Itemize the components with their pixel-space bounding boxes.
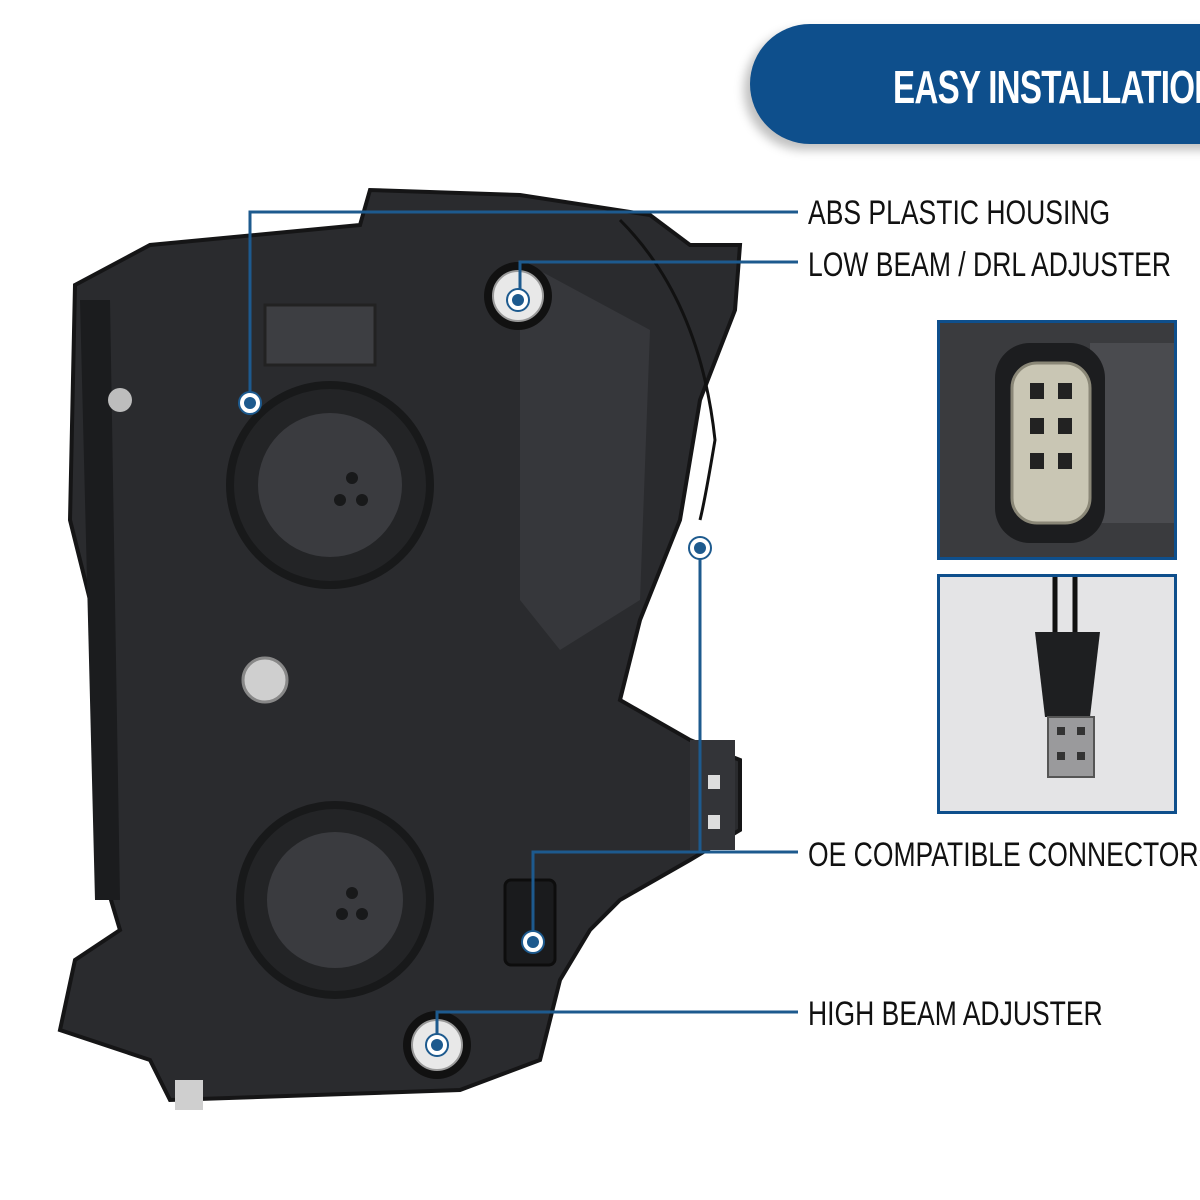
wiring-plug-image <box>940 577 1174 811</box>
inset-wiring-plug <box>937 574 1177 814</box>
connector-socket-image <box>940 323 1174 557</box>
banner-title: EASY INSTALLATION <box>893 61 1200 113</box>
leader-line-connector-plug <box>531 850 700 942</box>
callout-dot-low-beam <box>506 288 530 312</box>
callout-dot-housing <box>238 391 262 415</box>
callout-oe-connectors: OE COMPATIBLE CONNECTORS <box>808 836 1200 874</box>
title-banner <box>750 24 1200 144</box>
callout-high-beam-adjuster: HIGH BEAM ADJUSTER <box>808 995 1103 1033</box>
callout-dot-high-beam <box>425 1033 449 1057</box>
headlight-housing <box>57 187 743 1110</box>
leader-line-housing <box>248 210 798 403</box>
inset-connector-socket <box>937 320 1177 560</box>
callout-dot-connector-wire <box>688 536 712 560</box>
callout-low-beam-adjuster: LOW BEAM / DRL ADJUSTER <box>808 246 1171 284</box>
callout-abs-housing: ABS PLASTIC HOUSING <box>808 194 1111 232</box>
leader-line-low-beam <box>518 260 798 300</box>
callout-dot-connector-plug <box>521 930 545 954</box>
